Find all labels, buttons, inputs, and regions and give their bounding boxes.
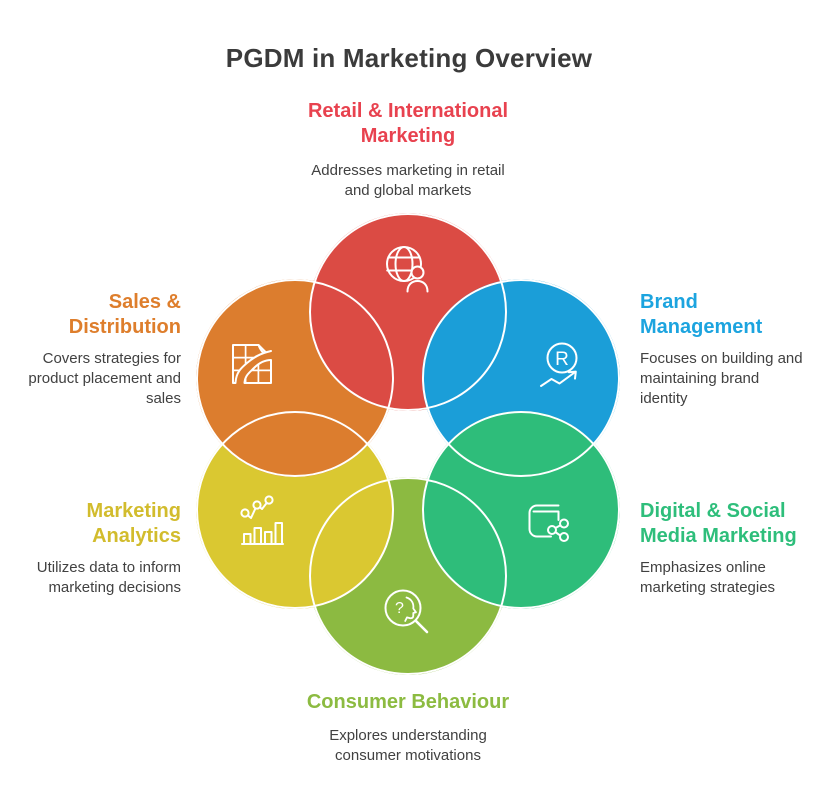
section-consumer-desc: Explores understanding consumer motivati… <box>329 727 487 764</box>
section-sales: Sales & Distribution Covers strategies f… <box>1 290 181 409</box>
map-route-icon <box>228 340 276 388</box>
section-retail: Retail & International Marketing Address… <box>258 99 558 201</box>
section-consumer-title: Consumer Behaviour <box>306 691 510 713</box>
svg-text:?: ? <box>395 600 404 617</box>
section-analytics-desc: Utilizes data to inform marketing decisi… <box>36 559 181 596</box>
svg-text:R: R <box>555 349 569 370</box>
section-sales-desc: Covers strategies for product placement … <box>28 350 181 407</box>
section-retail-desc: Addresses marketing in retail and global… <box>311 162 505 199</box>
bar-line-chart-icon <box>238 492 286 546</box>
magnifier-head-icon: ? <box>380 585 434 639</box>
section-digital: Digital & Social Media Marketing Emphasi… <box>640 499 829 598</box>
circle-digital-outline <box>422 411 620 609</box>
section-consumer: Consumer Behaviour Explores understandin… <box>258 690 558 766</box>
book-share-icon <box>521 497 571 545</box>
section-digital-desc: Emphasizes online marketing strategies <box>640 559 776 596</box>
section-analytics-title: Marketing Analytics <box>86 500 181 547</box>
section-brand: Brand Management Focuses on building and… <box>640 290 829 409</box>
page-title: PGDM in Marketing Overview <box>225 43 593 73</box>
section-sales-title: Sales & Distribution <box>68 291 181 338</box>
section-retail-title: Retail & International Marketing <box>307 100 509 147</box>
section-brand-title: Brand Management <box>640 291 763 338</box>
section-digital-title: Digital & Social Media Marketing <box>640 500 797 547</box>
section-brand-desc: Focuses on building and maintaining bran… <box>640 350 803 407</box>
globe-users-icon <box>382 242 434 294</box>
registered-trademark-trend-icon: R <box>535 341 591 391</box>
section-analytics: Marketing Analytics Utilizes data to inf… <box>1 499 181 598</box>
